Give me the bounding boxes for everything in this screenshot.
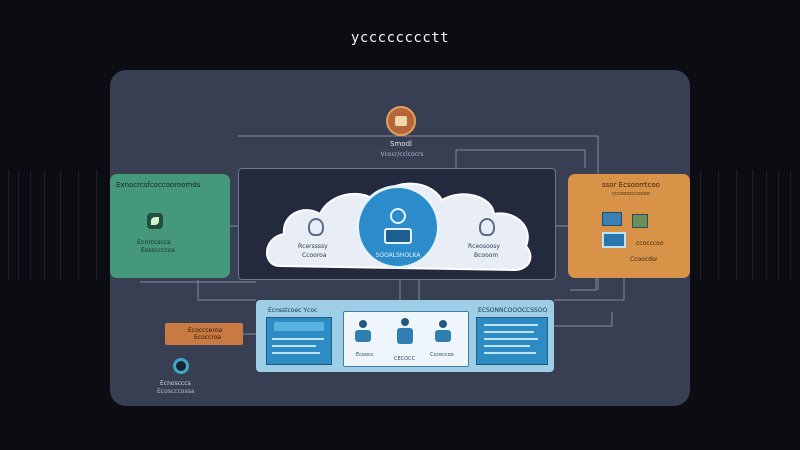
top-node-sublabel: Vcocr/cclcocrs xyxy=(380,151,424,158)
orange-tag-box: Ecoccceroa Ecoccroa xyxy=(165,323,243,345)
card-text-line xyxy=(484,338,538,340)
orange-tag-line2: Ecoccroa xyxy=(194,334,222,341)
right-box-subtitle: cccooocccoooo xyxy=(612,191,650,197)
left-box-title: Exnocrcsfcoccooroomds xyxy=(116,181,201,189)
top-node-icon xyxy=(386,106,416,136)
cloud-right-label2: Bcooom xyxy=(474,252,499,259)
card-text-line xyxy=(272,352,320,354)
right-box-line1: ccocccoo xyxy=(636,240,664,247)
user-node xyxy=(356,185,440,269)
card-text-line xyxy=(272,338,324,340)
person2-label: CECOCC xyxy=(394,356,416,362)
bottom-left-label1: Ecnoscccs xyxy=(160,380,191,387)
package-icon xyxy=(632,214,648,228)
top-node-label: Smodl xyxy=(390,140,412,148)
cloud-left-label1: Rcerssssy xyxy=(298,243,328,250)
bottom-right-title: ECSONNCOOOCCSSOO xyxy=(478,307,548,314)
orange-tag-line1: Ecoccceroa xyxy=(188,327,223,334)
person-icon xyxy=(354,320,372,346)
left-box-line2: Eossccccos xyxy=(141,247,175,254)
user-body-icon xyxy=(384,228,412,244)
card-text-line xyxy=(272,345,316,347)
left-decorative-lines xyxy=(0,170,110,280)
card-text-line xyxy=(484,352,536,354)
person1-label: Ecoocc xyxy=(356,352,374,358)
person-icon xyxy=(396,318,414,344)
lock-icon xyxy=(479,218,495,236)
person3-label: Ccceccoo xyxy=(430,352,454,358)
shield-icon xyxy=(308,218,324,236)
left-card-header xyxy=(274,322,324,331)
card-text-line xyxy=(484,331,534,333)
left-box-line1: Ennrccscca xyxy=(137,239,171,246)
bottom-left-label2: Ecoscccossa xyxy=(157,388,195,395)
right-box-line2: Ccoocdsr xyxy=(630,256,658,263)
person-icon xyxy=(434,320,452,346)
monitor-icon xyxy=(602,232,626,248)
cloud-left-label2: Ccooroa xyxy=(302,252,327,259)
right-decorative-lines xyxy=(690,170,800,280)
card-text-line xyxy=(484,324,538,326)
gear-icon xyxy=(173,358,189,374)
right-service-box: ssor Ecsoorrtcoo cccooocccoooo xyxy=(568,174,690,278)
leaf-icon xyxy=(147,213,163,229)
card-text-line xyxy=(484,345,530,347)
user-icon xyxy=(390,208,406,224)
left-service-box: Exnocrcsfcoccooroomds xyxy=(110,174,230,278)
user-node-label: SOOALSHOLKA xyxy=(375,252,421,259)
right-box-title: ssor Ecsoorrtcoo xyxy=(602,181,660,189)
server-icon xyxy=(602,212,622,226)
cloud-right-label1: Rceosoosy xyxy=(468,243,500,250)
bottom-left-title: Ecnsstcoec Ycoc xyxy=(268,307,318,314)
page-title: ycccccccctt xyxy=(350,30,450,46)
